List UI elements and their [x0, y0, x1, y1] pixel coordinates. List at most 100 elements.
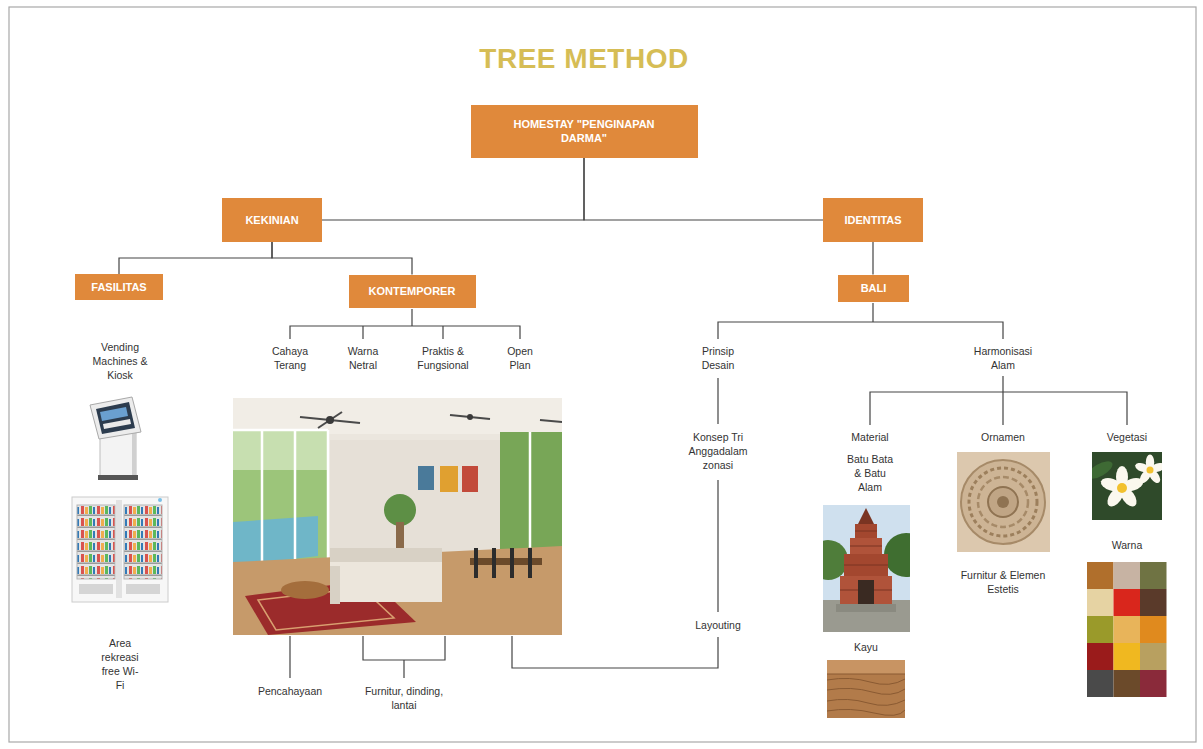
tree-box: BALI	[838, 275, 909, 302]
interior-photo	[261, 430, 264, 562]
tree-box: FASILITAS	[75, 274, 163, 300]
interior-photo	[418, 466, 434, 490]
color-palette	[1087, 562, 1114, 589]
temple-picture	[840, 576, 892, 606]
color-palette	[1087, 589, 1114, 616]
leader-lines	[872, 303, 873, 322]
temple-picture	[855, 531, 877, 532]
temple-picture	[855, 524, 877, 538]
kiosk-picture	[100, 432, 136, 476]
temple-picture	[844, 554, 888, 576]
interior-photo	[294, 430, 297, 560]
kiosk-picture	[100, 407, 128, 421]
branch-label: Vending Machines & Kiosk	[85, 340, 155, 382]
interior-photo	[330, 562, 442, 602]
branch-label: Batu Bata & Batu Alam	[845, 452, 895, 494]
tree-box: KONTEMPORER	[349, 275, 476, 308]
interior-photo	[510, 548, 514, 578]
leader-lines	[363, 636, 445, 660]
kiosk-picture	[132, 432, 136, 476]
interior-photo	[281, 581, 329, 599]
interior-photo	[528, 548, 532, 578]
leader-lines	[1002, 376, 1003, 392]
tree-connector	[584, 158, 823, 221]
leader-lines	[403, 660, 404, 678]
box-text: IDENTITAS	[844, 213, 901, 227]
interior-photo	[233, 429, 328, 432]
vending-machine-picture	[124, 505, 162, 579]
branch-label: Prinsip Desain	[695, 344, 741, 372]
temple-picture	[858, 580, 874, 606]
interior-photo	[233, 398, 562, 434]
color-palette	[1087, 670, 1114, 697]
branch-label: Furnitur & Elemen Estetis	[953, 568, 1053, 596]
interior-photo	[492, 548, 496, 578]
leader-lines	[289, 636, 290, 678]
frangipani-picture	[1147, 467, 1154, 474]
frangipani-picture	[1117, 483, 1127, 493]
box-text: HOMESTAY "PENGINAPAN DARMA"	[499, 117, 669, 145]
kiosk-picture	[96, 402, 135, 434]
leader-lines	[512, 636, 718, 668]
ornament-picture	[957, 452, 1050, 552]
temple-picture	[840, 531, 892, 590]
tree-box: KEKINIAN	[222, 198, 322, 242]
temple-picture	[823, 505, 910, 632]
wood-picture	[827, 674, 905, 675]
tree-connector	[322, 158, 584, 221]
page-frame	[9, 7, 1196, 742]
ornament-picture	[957, 452, 1050, 552]
branch-label: Cahaya Terang	[265, 344, 315, 372]
interior-photo	[326, 416, 334, 424]
temple-picture	[844, 565, 888, 566]
tree-connector	[272, 242, 412, 275]
box-text: BALI	[861, 281, 887, 295]
branch-label: Kayu	[841, 640, 891, 654]
vending-machine-picture	[77, 505, 115, 579]
interior-photo	[233, 546, 562, 635]
interior-photo	[300, 412, 562, 428]
branch-label: Area rekreasi free Wi-Fi	[98, 636, 142, 692]
interior-photo	[233, 398, 562, 635]
interior-photo	[384, 494, 416, 526]
kiosk-picture	[90, 397, 141, 439]
wood-picture	[827, 674, 905, 715]
leader-lines	[442, 326, 443, 339]
leader-lines	[1002, 392, 1003, 425]
vending-machine-picture	[158, 498, 162, 502]
temple-picture	[850, 546, 882, 547]
interior-photo	[440, 466, 458, 492]
ornament-picture	[961, 460, 1045, 544]
ornament-picture	[988, 487, 1018, 517]
frangipani-picture	[1092, 452, 1162, 520]
leader-lines	[362, 326, 363, 339]
leader-lines	[290, 326, 520, 339]
wood-picture	[827, 660, 905, 718]
wood-picture	[827, 660, 905, 718]
color-palette	[1140, 562, 1167, 589]
color-palette	[1140, 589, 1167, 616]
branch-label: Pencahayaan	[250, 684, 330, 698]
interior-photo	[462, 466, 478, 492]
leader-lines	[718, 322, 1003, 339]
branch-label: Material	[840, 430, 900, 444]
branch-label: Warna	[1102, 538, 1152, 552]
color-palette	[1114, 643, 1141, 670]
vending-machine-picture	[116, 500, 122, 598]
branch-label: Open Plan	[503, 344, 537, 372]
leader-lines	[717, 480, 718, 612]
branch-label: Ornamen	[973, 430, 1033, 444]
frangipani-picture	[1099, 466, 1145, 509]
color-palette	[1140, 670, 1167, 697]
interior-photo	[233, 398, 562, 635]
ornament-picture	[978, 477, 1028, 527]
color-palette	[1114, 589, 1141, 616]
interior-photo	[300, 417, 360, 423]
temple-picture	[874, 590, 892, 591]
vending-machine-picture	[72, 497, 168, 602]
color-palette	[1087, 643, 1114, 670]
leader-lines	[870, 392, 1127, 425]
interior-photo	[540, 420, 562, 422]
temple-picture	[823, 600, 910, 632]
